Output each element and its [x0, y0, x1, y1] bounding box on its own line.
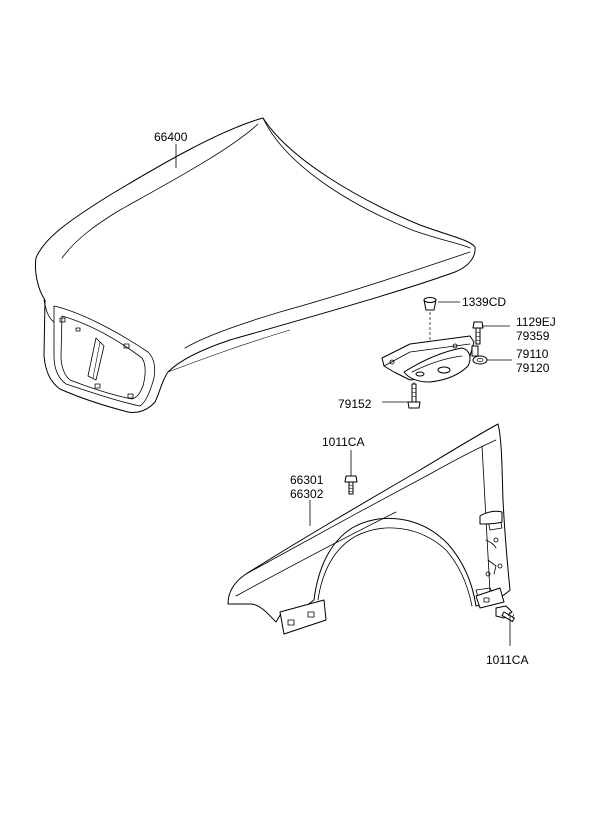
callout-fender-bolt-bottom: 1011CA — [486, 653, 528, 667]
callout-hood-bumper: 1339CD — [462, 295, 506, 309]
callout-fender-1: 66301 — [290, 473, 324, 487]
callout-hinge-bolt-2: 79359 — [516, 329, 550, 343]
hinge-mount-bolt[interactable] — [407, 382, 421, 409]
callout-hood-hinge-2: 79120 — [516, 361, 550, 375]
fender-bolt-top[interactable] — [344, 475, 358, 495]
front-fender[interactable] — [227, 423, 511, 635]
callout-fender-bolt-top: 1011CA — [322, 435, 364, 449]
fender-bolt-bottom[interactable] — [495, 605, 515, 622]
hinge-bolt[interactable] — [472, 321, 484, 345]
callout-fender-2: 66302 — [290, 487, 324, 501]
hood-panel[interactable] — [35, 117, 476, 413]
leader-lines — [175, 144, 512, 646]
callout-hinge-mount-bolt: 79152 — [338, 397, 372, 411]
hood-hinge[interactable] — [381, 335, 488, 383]
callout-labels: 66400 1339CD 1129EJ 79359 79110 79120 79… — [154, 130, 556, 667]
callout-hood: 66400 — [154, 130, 188, 144]
callout-hinge-bolt-1: 1129EJ — [516, 315, 556, 329]
callout-hood-hinge-1: 79110 — [516, 347, 549, 361]
